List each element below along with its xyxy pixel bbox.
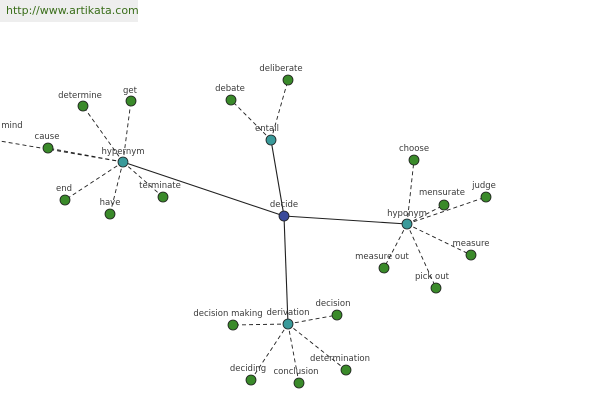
node-label-hypernym: hypernym <box>101 147 144 157</box>
node-label-derivation: derivation <box>266 308 309 318</box>
node-label-get: get <box>123 86 138 96</box>
node-label-end: end <box>56 184 72 194</box>
edge-hypernym-terminate <box>122 161 164 198</box>
node-mensurate[interactable] <box>438 199 450 211</box>
node-debate[interactable] <box>225 94 237 106</box>
node-measure-out[interactable] <box>378 262 390 274</box>
node-label-have: have <box>100 198 121 208</box>
node-hypernym[interactable] <box>117 156 129 168</box>
edge-decide-hyponym <box>283 215 408 225</box>
edge-decide-derivation <box>283 215 289 325</box>
node-judge[interactable] <box>480 191 492 203</box>
node-hyponym[interactable] <box>401 218 413 230</box>
node-label-mensurate: mensurate <box>419 188 465 198</box>
edge-hyponym-measure-out <box>383 223 408 269</box>
node-deciding[interactable] <box>245 374 257 386</box>
node-derivation[interactable] <box>282 318 294 330</box>
edges <box>0 79 487 384</box>
node-label-decide: decide <box>270 200 298 210</box>
edge-hypernym-cause <box>47 147 124 163</box>
node-choose[interactable] <box>408 154 420 166</box>
edge-derivation-decision <box>287 314 338 325</box>
edge-hypernym-determine <box>82 105 124 163</box>
node-label-determine: determine <box>58 91 102 101</box>
node-label-conclusion: conclusion <box>273 367 318 377</box>
edge-decide-entail <box>270 139 285 217</box>
edge-derivation-conclusion <box>287 323 300 384</box>
node-deliberate[interactable] <box>282 74 294 86</box>
edge-hypernym-end <box>64 161 124 201</box>
edge-decide-hypernym <box>122 161 285 217</box>
edge-derivation-determination <box>287 323 347 371</box>
nodes <box>42 74 492 389</box>
edge-hyponym-pick-out <box>406 223 437 289</box>
edge-hyponym-choose <box>406 159 415 225</box>
edge-hypernym-have <box>109 161 124 215</box>
node-conclusion[interactable] <box>293 377 305 389</box>
node-label-terminate: terminate <box>139 181 181 191</box>
node-label-determination: determination <box>310 354 370 364</box>
node-label-hyponym: hyponym <box>387 209 427 219</box>
node-decide[interactable] <box>278 210 290 222</box>
node-have[interactable] <box>104 208 116 220</box>
node-label-debate: debate <box>215 84 245 94</box>
node-label-deliberate: deliberate <box>259 64 302 74</box>
node-label-decision: decision <box>315 299 350 309</box>
node-label-deciding: deciding <box>230 364 266 374</box>
node-decision[interactable] <box>331 309 343 321</box>
edge-hyponym-measure <box>406 223 472 256</box>
node-label-pick-out: pick out <box>415 272 450 282</box>
node-label-entail: entail <box>255 124 279 134</box>
node-entail[interactable] <box>265 134 277 146</box>
watermark-text: http://www.artikata.com <box>6 4 139 17</box>
node-determine[interactable] <box>77 100 89 112</box>
edge-hypernym-get <box>122 100 132 163</box>
node-label-cause: cause <box>35 132 60 142</box>
node-label-mind: mind <box>1 121 22 131</box>
edge-entail-debate <box>230 99 272 141</box>
node-determination[interactable] <box>340 364 352 376</box>
node-end[interactable] <box>59 194 71 206</box>
node-terminate[interactable] <box>157 191 169 203</box>
node-cause[interactable] <box>42 142 54 154</box>
node-measure[interactable] <box>465 249 477 261</box>
node-label-measure-out: measure out <box>355 252 409 262</box>
labels: decide mind cause determine get end have termin… <box>1 64 496 377</box>
edge-entail-deliberate <box>270 79 289 141</box>
watermark: http://www.artikata.com <box>0 0 139 22</box>
node-pick-out[interactable] <box>430 282 442 294</box>
node-label-choose: choose <box>399 144 429 154</box>
edge-derivation-decision-making <box>232 323 289 326</box>
node-label-judge: judge <box>471 181 496 191</box>
node-decision-making[interactable] <box>227 319 239 331</box>
node-label-measure: measure <box>452 239 489 249</box>
node-get[interactable] <box>125 95 137 107</box>
node-label-decision-making: decision making <box>193 309 262 319</box>
